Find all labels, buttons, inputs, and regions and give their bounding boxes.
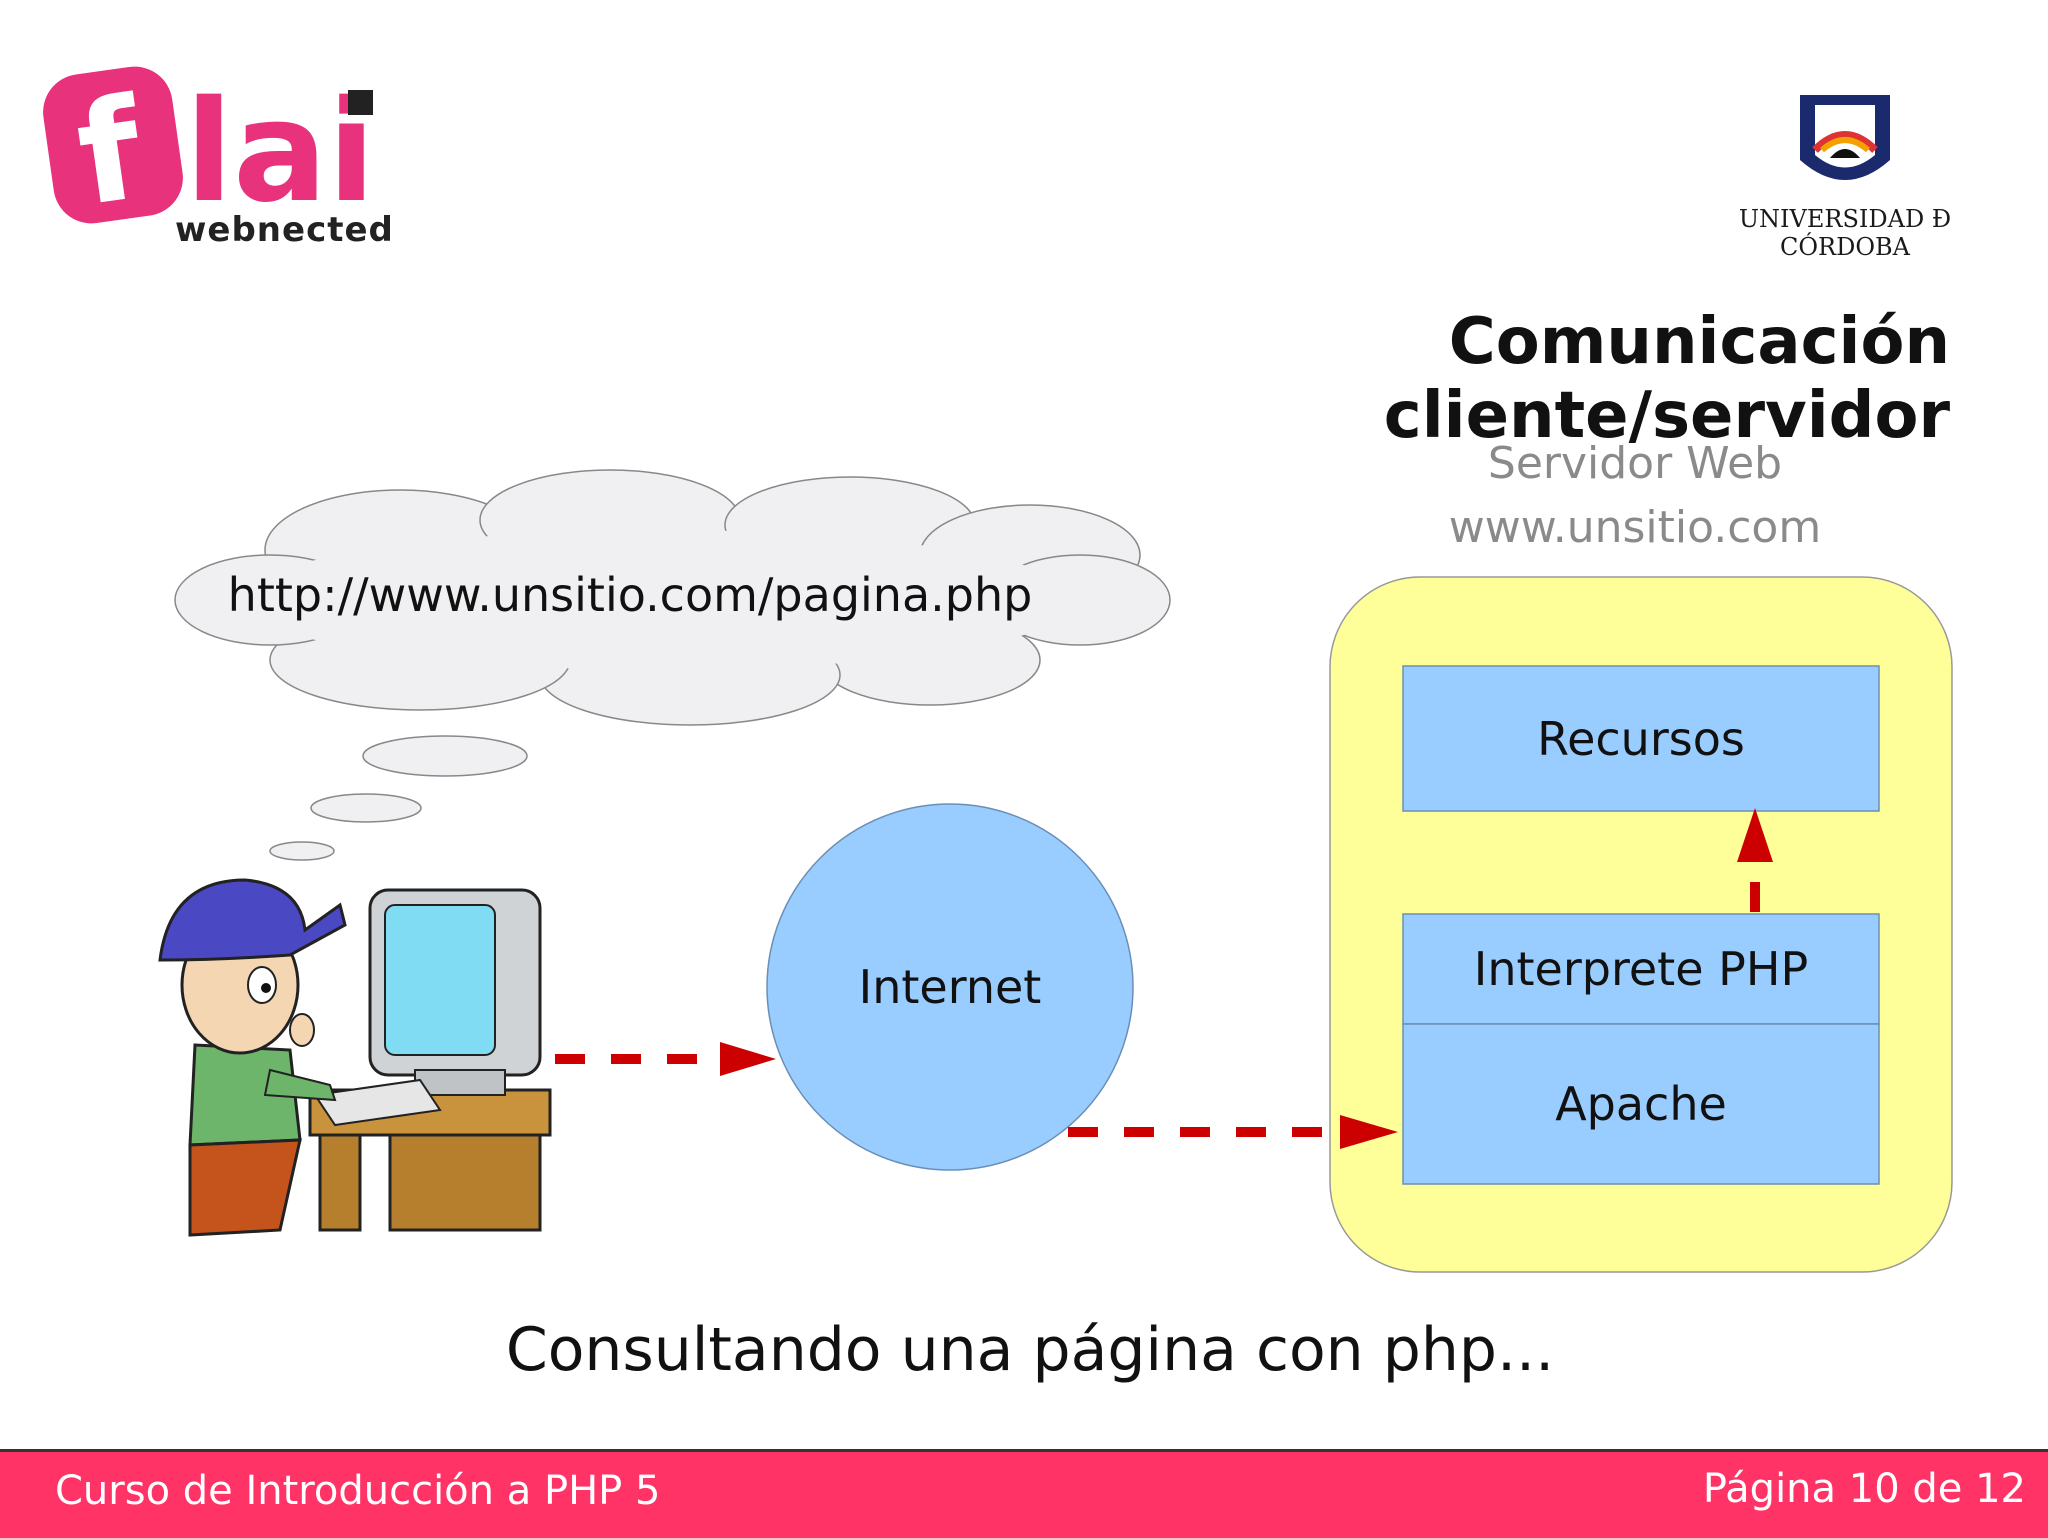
slide-caption: Consultando una página con php... <box>505 1315 1555 1385</box>
server-label: Servidor Web www.unsitio.com <box>1380 432 1890 560</box>
university-logo <box>1800 95 1890 180</box>
internet-label: Internet <box>858 960 1042 1014</box>
client-user-illustration <box>158 878 552 1237</box>
arrow-client-to-internet <box>555 1042 776 1076</box>
arrow-internet-to-server <box>1068 1115 1398 1149</box>
flai-logo: f lai <box>43 66 375 238</box>
interprete-php-label: Interprete PHP <box>1473 942 1809 996</box>
thought-url: http://www.unsitio.com/pagina.php <box>227 568 1033 622</box>
footer-course-title: Curso de Introducción a PHP 5 <box>55 1468 661 1514</box>
box-interprete-php <box>1402 913 1880 1025</box>
recursos-label: Recursos <box>1537 712 1745 766</box>
footer-page-number: Página 10 de 12 <box>1702 1466 2026 1512</box>
arrow-interprete-to-recursos <box>1737 808 1773 912</box>
flai-logo-subtitle: webnected <box>175 210 394 250</box>
thought-cloud <box>174 469 1171 861</box>
box-apache <box>1402 1023 1880 1185</box>
slide-title: Comunicación cliente/servidor <box>1383 305 1950 453</box>
university-logo-text: UNIVERSIDAD Ð CÓRDOBA <box>1738 205 1952 261</box>
footer-bar <box>0 1449 2048 1538</box>
svg-text:lai: lai <box>185 71 375 234</box>
box-recursos <box>1402 665 1880 812</box>
internet-node <box>766 803 1134 1171</box>
apache-label: Apache <box>1555 1077 1727 1131</box>
server-label-domain: www.unsitio.com <box>1448 502 1822 553</box>
server-label-name: Servidor Web <box>1487 438 1783 489</box>
